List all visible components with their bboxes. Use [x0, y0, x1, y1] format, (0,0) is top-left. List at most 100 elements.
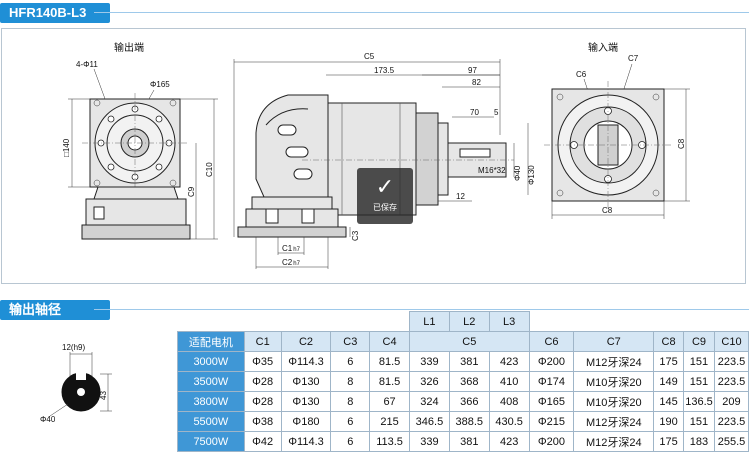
table-row: 5500W Φ38 Φ180 6 215 346.5 388.5 430.5 Φ… [177, 411, 749, 432]
bolt-holes [97, 105, 173, 181]
table-cell: M10牙深20 [573, 391, 655, 412]
table-cell: 223.5 [713, 411, 749, 432]
spec-table: L1 L2 L3 适配电机 C1 C2 C3 C4 C5 C6 C7 C8 C9… [177, 311, 749, 452]
table-cell: 149 [653, 371, 684, 392]
table-cell: Φ215 [528, 411, 575, 432]
table-cell: 223.5 [713, 351, 749, 372]
input-end-label: 输入端 [588, 41, 618, 54]
table-cell: 175 [653, 431, 684, 452]
output-end-label: 输出端 [114, 41, 144, 54]
table-cell: 190 [653, 411, 684, 432]
saved-toast: ✓ 已保存 [357, 168, 413, 224]
table-cell: 423 [488, 351, 530, 372]
motor-cell: 5500W [177, 411, 245, 432]
table-cell: M12牙深24 [573, 411, 655, 432]
table-cell: 381 [448, 351, 490, 372]
table-cell: 430.5 [488, 411, 530, 432]
table-cell: 223.5 [713, 371, 749, 392]
motor-cell: 3000W [177, 351, 245, 372]
saved-toast-label: 已保存 [373, 203, 397, 212]
dim-c5-label: C5 [364, 52, 375, 61]
table-cell: 8 [330, 371, 371, 392]
col-l1: L1 [409, 311, 450, 332]
phi130-label: Φ130 [527, 165, 536, 185]
phi40-label: Φ40 [513, 165, 522, 181]
table-cell: Φ114.3 [280, 431, 332, 452]
motor-cell: 7500W [177, 431, 245, 452]
table-cell: 324 [409, 391, 450, 412]
height-label: 43 [99, 391, 108, 400]
c8-bottom-label: C8 [602, 206, 613, 215]
table-cell: 6 [330, 351, 371, 372]
input-end-view: 输入端 C6 C7 C8 C8 [544, 41, 690, 219]
col-c9: C9 [683, 331, 715, 352]
motor-cell: 3800W [177, 391, 245, 412]
motor-flange [81, 224, 191, 240]
housing-slot-1 [277, 124, 297, 136]
diameter-leader [49, 403, 69, 417]
table-cell: 6 [330, 411, 371, 432]
table-cell: 175 [653, 351, 684, 372]
table-cell: Φ200 [528, 351, 575, 372]
table-cell: Φ28 [243, 371, 282, 392]
col-c4: C4 [369, 331, 410, 352]
table-row: 7500W Φ42 Φ114.3 6 113.5 339 381 423 Φ20… [177, 431, 749, 452]
table-cell: 346.5 [409, 411, 450, 432]
adapter-flange [237, 226, 347, 238]
check-icon: ✓ [375, 174, 395, 199]
table-cell: 339 [409, 351, 450, 372]
c6-callout: C6 [576, 70, 587, 79]
col-c5: C5 [409, 331, 530, 352]
dim-82-label: 82 [472, 78, 481, 87]
dim-c9-label: C9 [187, 186, 196, 197]
col-l2: L2 [448, 311, 490, 332]
table-cell: 388.5 [448, 411, 490, 432]
table-cell: 67 [369, 391, 410, 412]
c1-label: C1h7 [282, 244, 301, 253]
corner-hole-tr [169, 99, 177, 107]
table-cell: Φ200 [528, 431, 575, 452]
table-cell: M12牙深24 [573, 351, 655, 372]
table-row: 3500W Φ28 Φ130 8 81.5 326 368 410 Φ174 M… [177, 371, 749, 392]
dim-140-label: □140 [62, 138, 71, 157]
table-row: 3800W Φ28 Φ130 8 67 324 366 408 Φ165 M10… [177, 391, 749, 412]
holes-callout: 4-Φ11 [76, 60, 98, 69]
table-cell: 410 [488, 371, 530, 392]
m16-label: M16*32 [478, 166, 506, 175]
col-l3: L3 [488, 311, 530, 332]
col-c2: C2 [280, 331, 332, 352]
col-c1: C1 [243, 331, 282, 352]
table-cell: Φ35 [243, 351, 282, 372]
table-cell: M10牙深20 [573, 371, 655, 392]
table-cell: 366 [448, 391, 490, 412]
corner-hole-br [169, 179, 177, 187]
input-corner-tl [556, 93, 564, 101]
shaft-center-hole [77, 388, 85, 396]
shaft-rule [94, 309, 749, 310]
diameter-label: Φ40 [40, 415, 56, 424]
table-cell: 151 [683, 411, 715, 432]
c2-label: C2h7 [282, 258, 301, 267]
table-cell: 8 [330, 391, 371, 412]
input-corner-br [652, 189, 660, 197]
c7-callout: C7 [628, 54, 639, 63]
dim-12-label: 12 [456, 192, 465, 201]
table-cell: 215 [369, 411, 410, 432]
table-cell: Φ130 [280, 391, 332, 412]
table-cell: 151 [683, 351, 715, 372]
output-end-view: 输出端 4-Φ11 Φ165 [62, 41, 218, 240]
col-c10: C10 [713, 331, 749, 352]
output-collar [415, 112, 439, 206]
table-cell: Φ42 [243, 431, 282, 452]
housing-contour [265, 108, 309, 126]
table-cell: 339 [409, 431, 450, 452]
table-cell: 326 [409, 371, 450, 392]
shaft-key [459, 148, 491, 158]
table-cell: Φ38 [243, 411, 282, 432]
c3-label: C3 [351, 230, 360, 241]
table-cell: 423 [488, 431, 530, 452]
corner-hole-tl [93, 99, 101, 107]
table-cell: 408 [488, 391, 530, 412]
dim-c10-label: C10 [205, 162, 214, 177]
table-cell: 183 [683, 431, 715, 452]
